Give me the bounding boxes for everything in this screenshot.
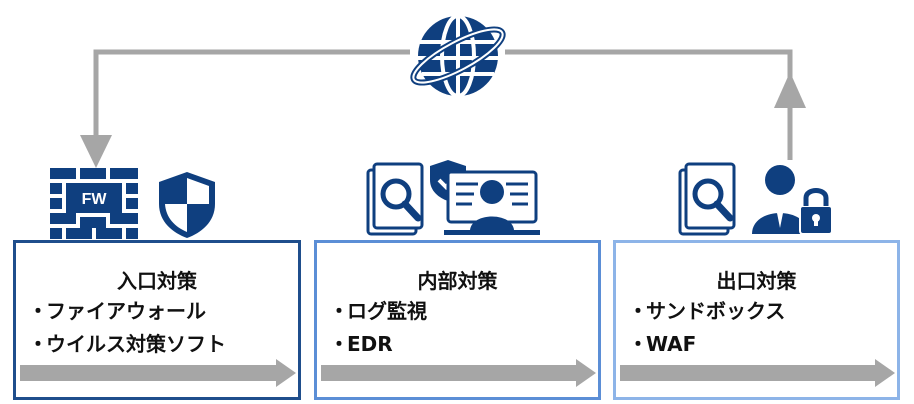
box-title: 出口対策 [716,269,797,293]
list-item: ・ファイアウォール [28,299,206,323]
ingress-measures-box: 入口対策 ・ファイアウォール ・ウイルス対策ソフト [13,240,301,400]
list-item: ・サンドボックス [628,299,786,323]
globe-icon [410,14,506,98]
user-monitor-icon [444,170,540,235]
list-item: ・EDR [329,332,393,356]
measure-list: ・ファイアウォール ・ウイルス対策ソフト [28,295,226,361]
flow-arrow-bar [620,359,895,387]
measure-list: ・サンドボックス ・WAF [628,295,785,361]
internal-measures-box: 内部対策 ・ログ監視 ・EDR [314,240,601,400]
shield-icon [159,172,215,238]
inbound-connector-line [93,49,410,160]
list-item: ・WAF [628,332,697,356]
inbound-arrowhead [80,135,112,168]
egress-measures-box: 出口対策 ・サンドボックス ・WAF [613,240,900,400]
box-title: 入口対策 [117,269,197,293]
outbound-connector-line [505,49,793,160]
box-title: 内部対策 [417,269,498,293]
measure-list: ・ログ監視 ・EDR [329,295,427,361]
document-search-icon [678,162,736,236]
document-search-icon [366,162,424,236]
flow-arrow-bar [321,359,596,387]
flow-arrow-bar [20,359,296,387]
outbound-arrowhead [774,72,806,108]
user-lock-icon [752,165,833,235]
list-item: ・ウイルス対策ソフト [28,332,226,356]
list-item: ・ログ監視 [329,299,427,323]
firewall-icon: FW [50,168,138,239]
firewall-label: FW [82,191,108,208]
